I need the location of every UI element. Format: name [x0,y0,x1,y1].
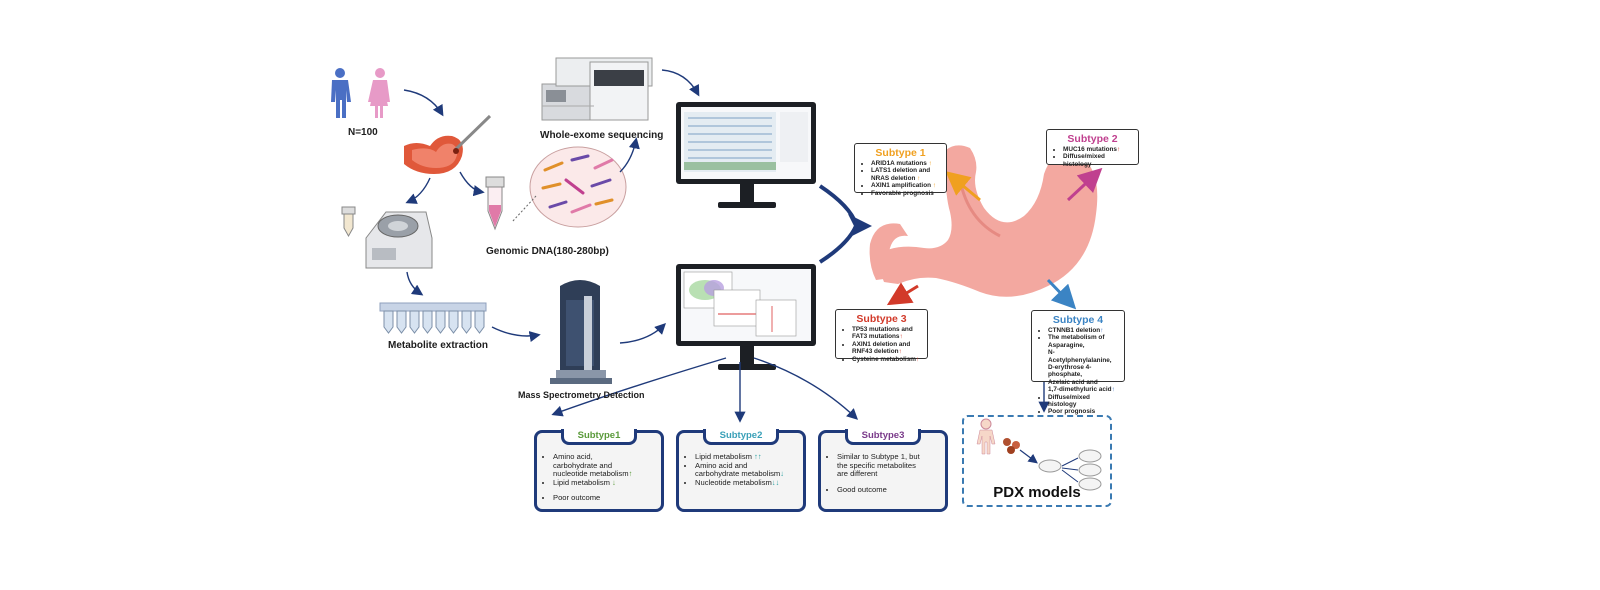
genomic-subtype-title: Subtype 1 [875,147,926,159]
genomic-subtype-title: Subtype 3 [856,313,907,325]
metabolic-subtype-title: Subtype1 [561,429,637,445]
stomach-biopsy-icon [404,114,492,174]
dna-fragments-icon [511,146,627,228]
centrifuge-icon [341,206,433,269]
merge-arrowhead [848,214,872,238]
subtype-item: Lipid metabolism ↑↑ [695,452,797,462]
monitor-icon [676,264,816,370]
genomic-subtype-4-box: Subtype 4 CTNNB1 deletion↑ The metabolis… [1031,310,1125,415]
subtype-item: Poor outcome [553,494,655,503]
sequencer-icon [541,57,653,121]
genomic-subtype-1-box: Subtype 1 ARID1A mutations ↑ LATS1 delet… [854,143,947,197]
mass-spectrometer-icon [550,280,612,384]
subtype-item: Lipid metabolism ↓ [553,478,655,488]
genomic-dna-label: Genomic DNA(180-280bp) [486,246,609,257]
subtype-item: ARID1A mutations ↑ [871,160,940,167]
cohort-label: N=100 [348,127,378,138]
genomic-subtype-title: Subtype 2 [1067,133,1118,145]
genomic-subtype-2-box: Subtype 2 MUC16 mutations↑ Diffuse/mixed… [1046,129,1139,168]
subtype-item: The metabolism ofAsparagine,N-Acetylphen… [1048,334,1118,393]
metabolic-subtype-title: Subtype2 [703,429,779,445]
mass-spec-label: Mass Spectrometry Detection [518,390,645,400]
merge-arrow-bottom [818,225,858,264]
monitor-icon [676,102,816,208]
subtype-item: Diffuse/mixed histology [1063,153,1132,168]
subtype-item: Nucleotide metabolism↓↓ [695,478,797,488]
subtype-item: Poor prognosis [1048,408,1118,415]
metabolic-subtype-title: Subtype3 [845,429,921,445]
pdx-models-box: PDX models [962,415,1112,507]
subtype-item: CTNNB1 deletion↑ [1048,327,1118,334]
pdx-models-label: PDX models [993,484,1081,501]
metabolic-subtype-1-box: Subtype1 Amino acid,carbohydrate andnucl… [534,429,664,512]
subtype-item: MUC16 mutations↑ [1063,146,1132,153]
genomic-subtype-title: Subtype 4 [1052,314,1104,326]
metabolite-extraction-label: Metabolite extraction [388,340,489,351]
subtype-item: AXIN1 amplification ↑ [871,182,940,189]
human-figures-icon [331,68,390,118]
subtype-item: Favorable prognosis [871,190,940,197]
mouse-icon [976,418,1102,491]
tube-icon [485,176,505,231]
subtype-item: Diffuse/mixed histology [1048,394,1118,409]
tube-rack-icon [379,302,487,334]
subtype-item: Good outcome [837,485,939,495]
metabolic-subtype-2-box: Subtype2 Lipid metabolism ↑↑ Amino acid … [676,429,806,512]
wes-label: Whole-exome sequencing [540,130,664,141]
subtype-item: Cysteine metabolism↑ [852,356,921,363]
